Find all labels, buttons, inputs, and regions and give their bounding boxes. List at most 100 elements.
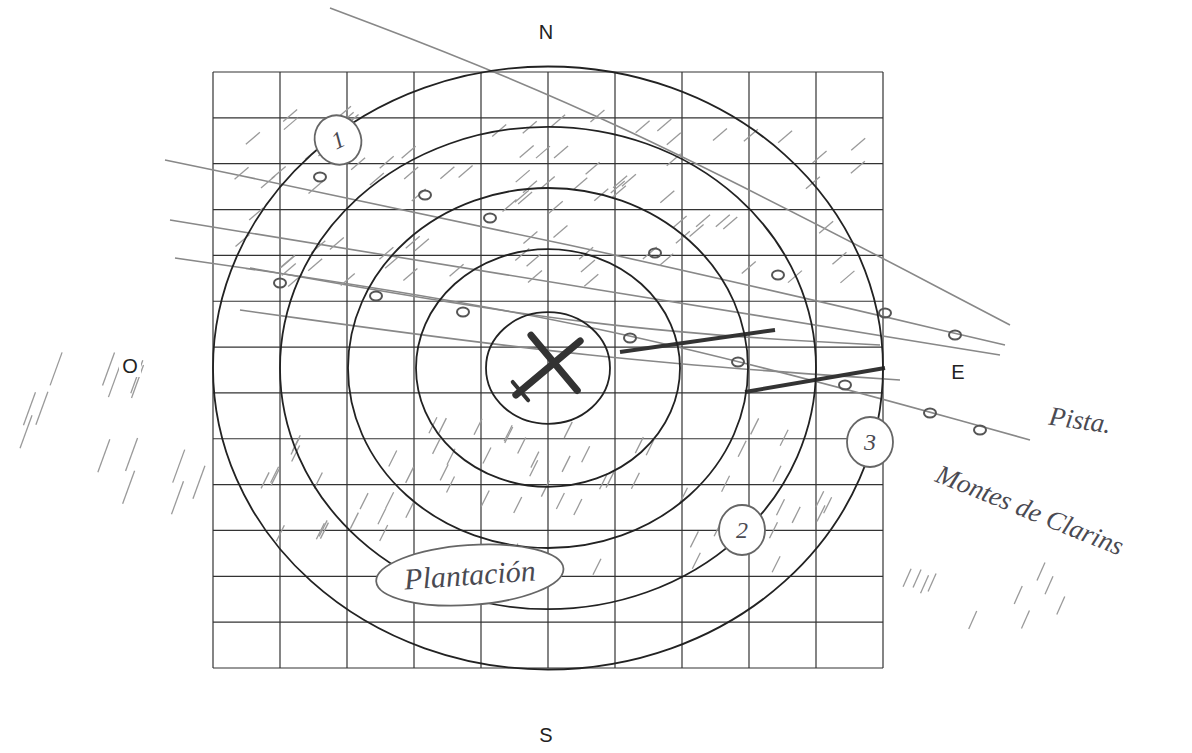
hatch [23, 392, 35, 425]
hatch [738, 441, 746, 457]
tree-dot [370, 292, 382, 301]
hatch [235, 167, 249, 179]
hatch [622, 174, 636, 186]
hatch [350, 513, 358, 529]
hatch [505, 427, 513, 443]
hatch [481, 490, 489, 506]
hatch [415, 239, 429, 251]
hatch [261, 472, 269, 488]
streak [330, 8, 1010, 325]
hatch [527, 254, 541, 266]
hatch [433, 438, 441, 454]
hatch [516, 170, 530, 182]
range-ring [348, 188, 748, 548]
hatch [551, 115, 565, 127]
hatch [280, 256, 294, 268]
hatch [126, 438, 138, 471]
hatch [778, 131, 792, 143]
compass-north: N [536, 21, 556, 43]
hatch [20, 415, 32, 448]
hatch [314, 473, 322, 489]
tree-dot [772, 271, 784, 280]
hatch [246, 132, 260, 144]
hatch [520, 146, 534, 158]
hatch [913, 569, 921, 587]
hatch [722, 476, 730, 492]
hatch [504, 425, 512, 441]
hatch [573, 178, 587, 190]
callout-number: 3 [864, 430, 876, 454]
hatch [284, 118, 298, 130]
tree-dot [949, 331, 961, 340]
hatch [1037, 563, 1045, 581]
hatch [851, 161, 865, 173]
grid-line [213, 530, 883, 531]
hatch [173, 450, 185, 483]
grid-line [213, 117, 883, 118]
hatch [690, 531, 698, 547]
hatch [564, 422, 572, 438]
hatch [792, 507, 800, 523]
hatch [593, 559, 601, 575]
hatch [319, 520, 327, 536]
hatch [554, 146, 568, 158]
tree-dot [649, 249, 661, 258]
hatch [716, 215, 730, 227]
hatch [123, 471, 135, 504]
range-rings [213, 67, 883, 670]
tree-dot [879, 309, 891, 318]
hatch [360, 493, 368, 509]
grid-line [213, 209, 883, 210]
hatch [330, 237, 344, 249]
compass-south: S [536, 724, 555, 746]
streak [250, 268, 880, 345]
tree-dot [457, 308, 469, 317]
hatch [1021, 611, 1029, 629]
hatch [696, 215, 710, 227]
callout-circle: 3 [845, 415, 895, 469]
hatch [562, 456, 570, 472]
hatch [380, 156, 394, 168]
hatch [1045, 576, 1053, 594]
hatch [832, 252, 846, 264]
hatch [611, 181, 625, 193]
hatch [403, 269, 417, 281]
hatch [171, 481, 183, 514]
hatch [928, 574, 936, 592]
tree-dot [732, 358, 744, 367]
hatch [308, 259, 322, 271]
hatch [447, 477, 455, 493]
hatch [515, 190, 529, 202]
hatch [50, 352, 62, 385]
hatch [549, 201, 563, 213]
hatch [590, 110, 604, 122]
hatch [474, 419, 482, 435]
callout-circle: 1 [313, 113, 363, 167]
hatch [817, 505, 825, 521]
hatch [530, 460, 538, 476]
grid-line [681, 72, 682, 668]
hatch [271, 467, 279, 483]
grid-line [213, 622, 883, 623]
hatch [780, 430, 788, 446]
hatch [272, 166, 286, 178]
hatch [440, 464, 448, 480]
airplane-symbol [493, 313, 604, 422]
hatch [582, 446, 590, 462]
hatch [673, 216, 687, 228]
hatch [921, 575, 929, 593]
hatch [776, 499, 784, 515]
hatch [36, 392, 48, 425]
grid-line [614, 72, 615, 668]
hatch [553, 225, 567, 237]
grid-line [213, 71, 883, 72]
hatch [713, 128, 727, 140]
hatch [851, 138, 865, 150]
hatch [523, 232, 537, 244]
pencil-streaks [165, 8, 1030, 440]
hatch [659, 254, 673, 266]
hatch [903, 569, 911, 587]
bold-stroke [620, 330, 775, 352]
hatch [193, 466, 205, 499]
hatch [406, 236, 420, 248]
